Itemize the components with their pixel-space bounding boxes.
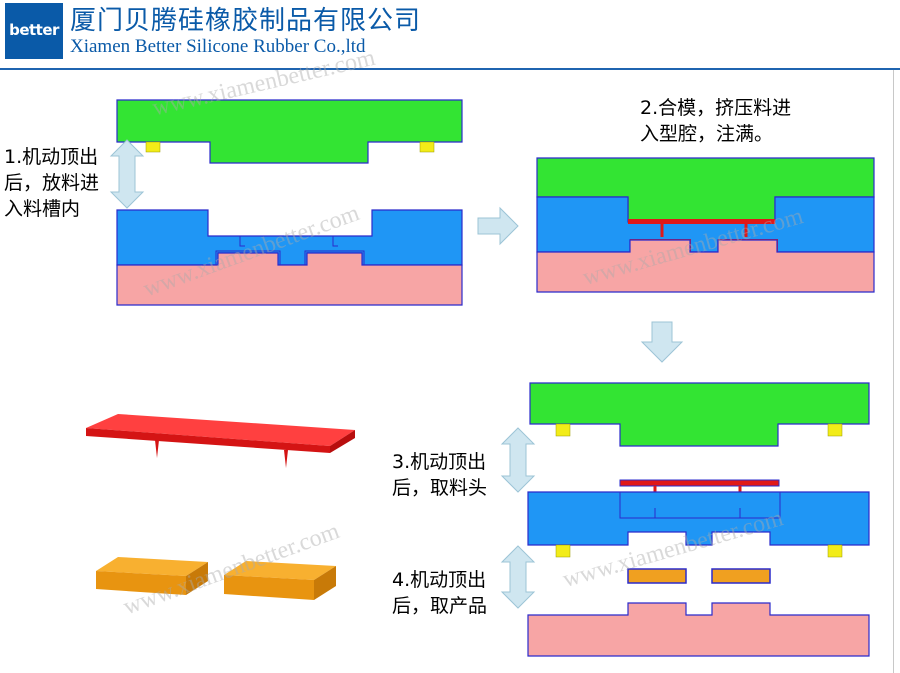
company-name-chinese: 厦门贝腾硅橡胶制品有限公司 — [70, 6, 422, 36]
step3-removed-runner — [619, 479, 780, 487]
step3-pin-left — [555, 423, 571, 437]
step1-pin-left — [145, 141, 161, 153]
header-divider — [0, 68, 900, 70]
step2-label: 2.合模，挤压料进 入型腔，注满。 — [640, 97, 792, 145]
step4-pin-left — [555, 544, 571, 558]
step2-mold — [536, 157, 875, 293]
step4-bottom-plate — [527, 602, 870, 657]
step4-label: 4.机动顶出 后，取产品 — [392, 569, 488, 617]
step2-bottom-plate — [536, 239, 875, 293]
products-3d — [96, 557, 336, 600]
header: better 厦门贝腾硅橡胶制品有限公司 Xiamen Better Silic… — [0, 0, 900, 70]
step1-mold — [116, 99, 463, 306]
step1-double-arrow — [109, 139, 145, 209]
step3-label: 3.机动顶出 后，取料头 — [392, 451, 488, 499]
logo-text: better — [9, 21, 59, 39]
step1-label: 1.机动顶出 后，放料进 入料槽内 — [4, 146, 100, 220]
step3-mold — [527, 382, 870, 657]
arrow-to-step2 — [477, 206, 519, 246]
arrow-to-step3 — [640, 321, 684, 363]
company-name-english: Xiamen Better Silicone Rubber Co.,ltd — [70, 36, 366, 57]
removed-runner-3d — [86, 414, 355, 468]
step3-top-plate — [529, 382, 870, 447]
step1-pin-right — [419, 141, 435, 153]
company-logo: better — [5, 3, 63, 59]
step4-product-right — [711, 568, 771, 584]
step1-bottom-plate — [116, 252, 463, 306]
step4-pin-right — [827, 544, 843, 558]
step2-material-runner — [628, 219, 775, 224]
right-border — [893, 70, 894, 673]
step3-double-arrow — [500, 427, 536, 493]
step4-product-left — [627, 568, 687, 584]
step4-double-arrow — [500, 545, 536, 609]
step3-pin-right — [827, 423, 843, 437]
